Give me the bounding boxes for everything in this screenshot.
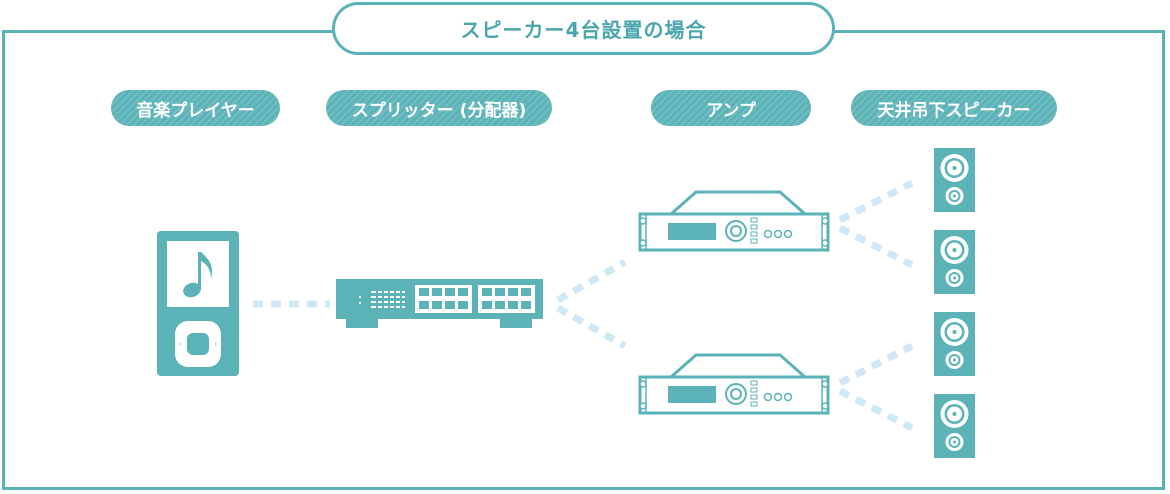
speaker-icon	[934, 230, 975, 294]
diagram-title: スピーカー4台設置の場合	[332, 2, 835, 55]
label-music-player: 音楽プレイヤー	[111, 90, 280, 126]
connection-lines	[253, 179, 914, 432]
speaker-icon	[934, 312, 975, 376]
speaker-icon	[934, 148, 975, 212]
music-player-icon	[157, 231, 239, 376]
label-amp: アンプ	[651, 90, 811, 126]
amplifier-icon	[638, 190, 830, 252]
label-ceiling-speaker: 天井吊下スピーカー	[851, 90, 1057, 126]
label-splitter: スプリッター (分配器)	[326, 90, 552, 126]
amplifier-icon	[638, 353, 830, 415]
speaker-icon	[934, 394, 975, 458]
network-splitter-icon	[336, 279, 543, 328]
